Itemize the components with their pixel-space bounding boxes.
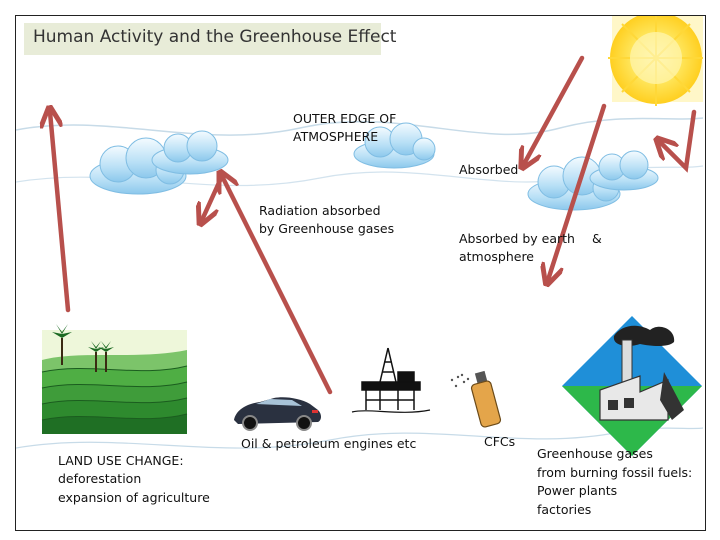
ghg-label-line4: factories — [537, 502, 592, 517]
sun-icon — [608, 16, 703, 106]
oil-label: Oil & petroleum engines etc — [241, 436, 417, 451]
outer-edge-label-line2: ATMOSPHERE — [293, 129, 379, 144]
arrow-reradiated — [202, 173, 225, 220]
earth-label-ampersand: & — [592, 231, 602, 246]
land-use-line2: expansion of agriculture — [58, 490, 210, 505]
ghg-label-line3: Power plants — [537, 483, 618, 498]
absorbed-label: Absorbed — [459, 162, 519, 177]
land-use-line1: deforestation — [58, 471, 142, 486]
diagram-title: Human Activity and the Greenhouse Effect — [33, 27, 397, 47]
arrow-reflected-up — [222, 176, 333, 395]
arrow-sun-earth — [548, 103, 607, 280]
cloud-icon — [89, 130, 229, 195]
spray-can-icon — [450, 370, 502, 428]
oil-rig-icon — [351, 347, 431, 413]
car-icon — [234, 397, 321, 431]
cloud-icon — [353, 122, 436, 169]
factory-icon — [562, 316, 702, 456]
title-box — [24, 23, 381, 55]
arrow-sun-absorbed — [524, 55, 585, 164]
radiation-label-line1: Radiation absorbed — [259, 203, 381, 218]
arrow-land-use-up — [50, 112, 71, 313]
cloud-icon — [527, 150, 659, 211]
atmosphere-line-outer — [16, 117, 703, 136]
ghg-label-line2: from burning fossil fuels: — [537, 465, 693, 480]
earth-label-line2: atmosphere — [459, 249, 534, 264]
arrow-right-return — [660, 109, 697, 173]
cfcs-label: CFCs — [484, 434, 516, 449]
radiation-label-line2: by Greenhouse gases — [259, 221, 395, 236]
outer-edge-label-line1: OUTER EDGE OF — [293, 111, 397, 126]
land-use-title: LAND USE CHANGE: — [58, 453, 184, 468]
earth-label-line1: Absorbed by earth — [459, 231, 575, 246]
terraced-field-icon — [41, 324, 188, 434]
diagram-frame: Human Activity and the Greenhouse Effect — [15, 15, 706, 531]
ghg-label-line1: Greenhouse gases — [537, 446, 653, 461]
